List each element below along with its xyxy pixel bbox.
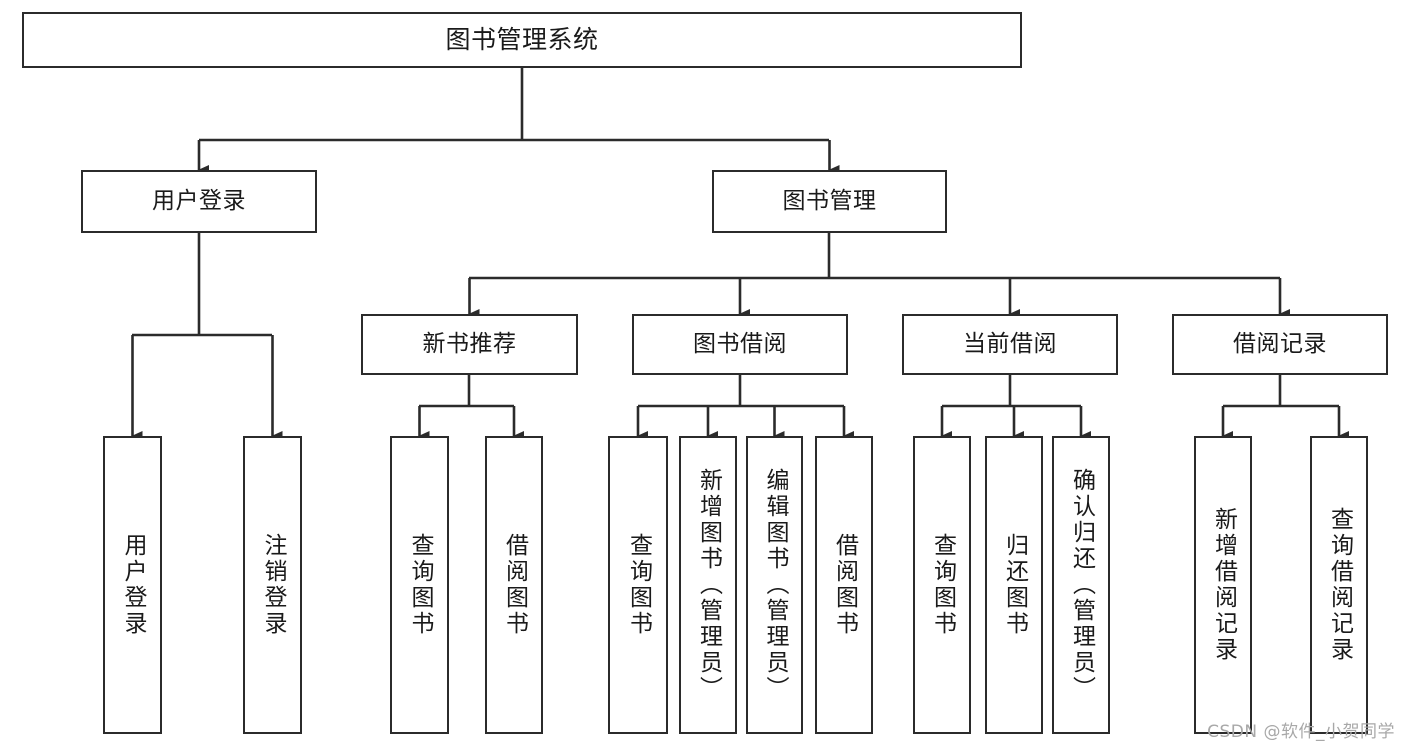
node-label: 归还图书 (1001, 533, 1028, 637)
leaf-confirm-return-admin[interactable]: 确认归还（管理员） (1052, 436, 1110, 734)
leaf-borrow-book[interactable]: 借阅图书 (815, 436, 873, 734)
leaf-query-book-borrow[interactable]: 查询图书 (608, 436, 668, 734)
node-label: 新书推荐 (422, 330, 517, 357)
node-label: 用户登录 (152, 187, 246, 214)
node-label: 确认归还（管理员） (1068, 468, 1095, 702)
node-book-management[interactable]: 图书管理 (712, 170, 947, 233)
leaf-return-book[interactable]: 归还图书 (985, 436, 1043, 734)
node-label: 新增借阅记录 (1210, 507, 1237, 663)
node-current-borrow[interactable]: 当前借阅 (902, 314, 1118, 375)
connector-lines (131, 68, 1349, 441)
node-root-system[interactable]: 图书管理系统 (22, 12, 1022, 68)
leaf-edit-book-admin[interactable]: 编辑图书（管理员） (746, 436, 803, 734)
node-new-book-recommend[interactable]: 新书推荐 (361, 314, 578, 375)
leaf-query-borrow-record[interactable]: 查询借阅记录 (1310, 436, 1368, 734)
node-label: 查询图书 (625, 533, 652, 637)
leaf-add-borrow-record[interactable]: 新增借阅记录 (1194, 436, 1252, 734)
node-label: 查询图书 (929, 533, 956, 637)
node-label: 图书管理系统 (445, 25, 599, 55)
node-label: 用户登录 (120, 533, 146, 637)
leaf-borrow-book-recommend[interactable]: 借阅图书 (485, 436, 543, 734)
leaf-query-book-current[interactable]: 查询图书 (913, 436, 971, 734)
node-borrow-record[interactable]: 借阅记录 (1172, 314, 1388, 375)
node-label: 图书借阅 (693, 330, 787, 357)
node-label: 查询图书 (407, 533, 433, 637)
node-label: 编辑图书（管理员） (762, 468, 788, 702)
node-user-login[interactable]: 用户登录 (81, 170, 317, 233)
node-label: 图书管理 (782, 187, 877, 214)
leaf-add-book-admin[interactable]: 新增图书（管理员） (679, 436, 737, 734)
node-label: 借阅图书 (501, 533, 528, 637)
node-label: 查询借阅记录 (1326, 507, 1353, 663)
leaf-query-book-recommend[interactable]: 查询图书 (390, 436, 449, 734)
node-label: 当前借阅 (963, 330, 1057, 357)
node-label: 注销登录 (260, 533, 286, 637)
leaf-logout[interactable]: 注销登录 (243, 436, 302, 734)
node-label: 新增图书（管理员） (695, 468, 722, 702)
leaf-user-login[interactable]: 用户登录 (103, 436, 162, 734)
node-book-borrow[interactable]: 图书借阅 (632, 314, 848, 375)
node-label: 借阅记录 (1233, 330, 1327, 357)
node-label: 借阅图书 (831, 533, 858, 637)
